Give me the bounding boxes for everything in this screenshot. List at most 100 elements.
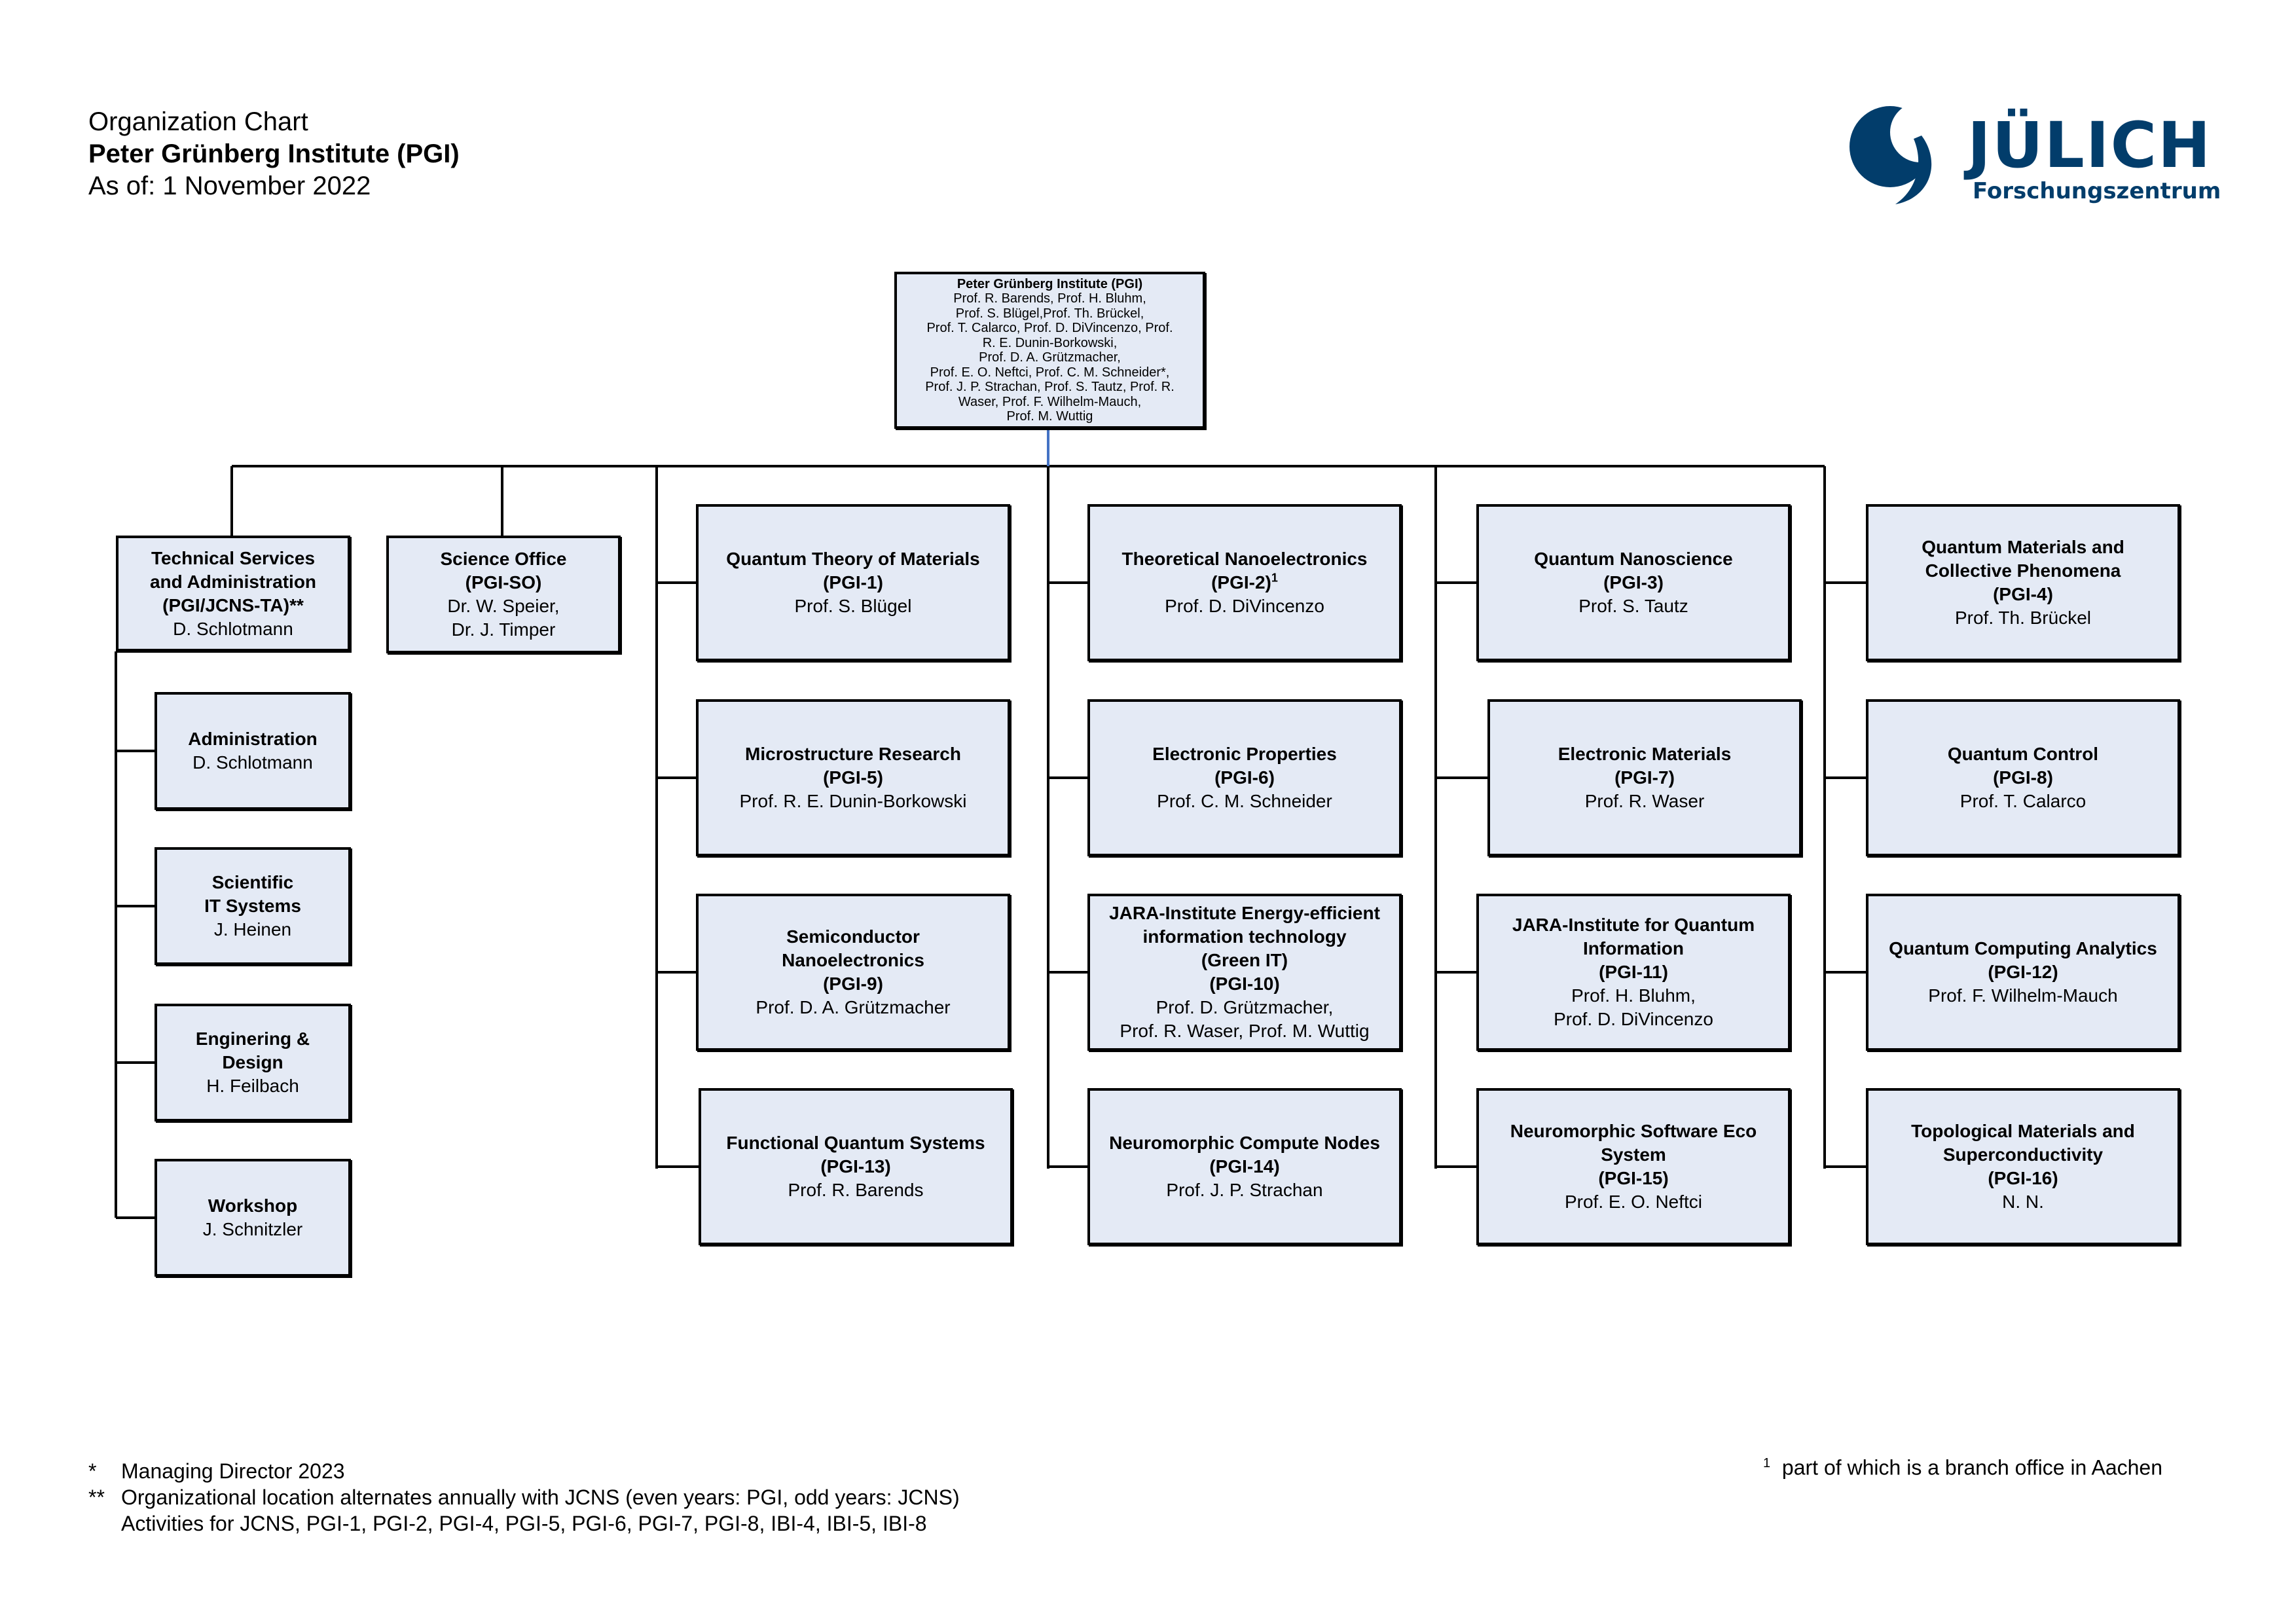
box-title-line: (Green IT) <box>1201 950 1288 970</box>
box-title-line: JARA-Institute Energy-efficient <box>1109 903 1380 923</box>
box-pgi-1: Quantum Theory of Materials (PGI-1) Prof… <box>696 504 1010 661</box>
box-pgi-2: Theoretical Nanoelectronics (PGI-2)1 Pro… <box>1087 504 1402 661</box>
box-title-line: Quantum Materials and <box>1922 537 2124 557</box>
box-title-line: Design <box>222 1052 283 1072</box>
box-title-line: JARA-Institute for Quantum <box>1512 915 1755 935</box>
box-pgi-11: JARA-Institute for Quantum Information (… <box>1476 894 1791 1051</box>
footnote-branch-office: 1 part of which is a branch office in Aa… <box>1763 1450 2162 1481</box>
box-pgi-15: Neuromorphic Software Eco System (PGI-15… <box>1476 1088 1791 1245</box>
box-name-line: D. Schlotmann <box>192 752 313 773</box>
root-line: Prof. R. Barends, Prof. H. Bluhm, <box>953 291 1146 306</box>
box-name-line: J. Schnitzler <box>202 1219 303 1239</box>
box-title-line: (PGI-SO) <box>465 572 542 593</box>
box-title-line: Quantum Computing Analytics <box>1889 938 2157 958</box>
root-title: Peter Grünberg Institute (PGI) <box>957 276 1143 291</box>
box-title-line: Collective Phenomena <box>1925 560 2121 581</box>
box-pgi-6: Electronic Properties (PGI-6) Prof. C. M… <box>1087 699 1402 856</box>
box-title-line: Functional Quantum Systems <box>726 1133 985 1153</box>
box-pgi-13: Functional Quantum Systems (PGI-13) Prof… <box>699 1088 1013 1245</box>
box-name-line: Prof. H. Bluhm, <box>1571 985 1696 1006</box>
box-title-line: information technology <box>1142 926 1347 947</box>
root-line: Prof. T. Calarco, Prof. D. DiVincenzo, P… <box>926 321 1173 335</box>
box-pgi-16: Topological Materials and Superconductiv… <box>1866 1088 2180 1245</box>
box-name-line: Prof. Th. Brückel <box>1954 608 2091 628</box>
footnote-mark: * <box>88 1459 97 1483</box>
box-pgi-5: Microstructure Research (PGI-5) Prof. R.… <box>696 699 1010 856</box>
box-title-line: (PGI-4) <box>1993 584 2053 604</box>
box-science-office: Science Office (PGI-SO) Dr. W. Speier, D… <box>386 536 621 653</box>
root-line: R. E. Dunin-Borkowski, <box>982 335 1118 350</box>
chart-label: Organization Chart <box>88 107 308 136</box>
box-name-line: Dr. W. Speier, <box>447 596 560 616</box>
box-title-line: Quantum Theory of Materials <box>726 549 980 569</box>
box-pgi-8: Quantum Control (PGI-8) Prof. T. Calarco <box>1866 699 2180 856</box>
root-line: Prof. S. Blügel,Prof. Th. Brückel, <box>955 306 1144 321</box>
root-line: Prof. M. Wuttig <box>1006 409 1093 424</box>
box-title-line: Electronic Materials <box>1558 744 1732 764</box>
footnote-mark: ** <box>88 1486 105 1509</box>
box-title-line: (PGI-2)1 <box>1211 571 1278 594</box>
box-title-line: (PGI-10) <box>1209 974 1280 994</box>
box-title-line: Quantum Nanoscience <box>1534 549 1733 569</box>
box-name-line: Prof. D. DiVincenzo <box>1554 1009 1713 1029</box>
footnote-ref: 1 <box>1271 571 1278 585</box>
logo-wordmark: JÜLICH <box>1967 109 2212 182</box>
box-name-line: Prof. E. O. Neftci <box>1564 1192 1703 1212</box>
box-title-line: (PGI-1) <box>823 572 883 593</box>
box-title-line: (PGI-7) <box>1614 767 1675 788</box>
footnote-managing-director: *Managing Director 2023 <box>88 1458 345 1484</box>
box-title-line: (PGI-16) <box>1988 1168 2058 1188</box>
box-pgi-14: Neuromorphic Compute Nodes (PGI-14) Prof… <box>1087 1088 1402 1245</box>
box-title-line: (PGI-11) <box>1599 962 1668 982</box>
box-name-line: Prof. F. Wilhelm-Mauch <box>1928 985 2118 1006</box>
box-title-line: (PGI-8) <box>1993 767 2053 788</box>
box-title-line: Neuromorphic Software Eco <box>1510 1121 1757 1141</box>
box-name-line: J. Heinen <box>213 919 292 939</box>
juelich-logo-mark-icon <box>1850 102 1950 204</box>
box-title-text: (PGI-2) <box>1211 572 1271 593</box>
box-title-line: Theoretical Nanoelectronics <box>1121 549 1368 569</box>
box-name-line: H. Feilbach <box>206 1076 299 1096</box>
box-title-line: System <box>1601 1144 1666 1165</box>
box-name-line: Prof. R. Waser <box>1584 791 1705 811</box>
box-title-line: (PGI/JCNS-TA)** <box>162 594 304 615</box>
as-of-date: As of: 1 November 2022 <box>88 172 371 200</box>
box-title-line: Neuromorphic Compute Nodes <box>1109 1133 1380 1153</box>
root-line: Prof. D. A. Grützmacher, <box>979 350 1121 365</box>
box-title-line: (PGI-9) <box>823 974 883 994</box>
box-title-line: (PGI-15) <box>1598 1168 1669 1188</box>
box-tsa: Technical Services and Administration (P… <box>116 536 350 651</box>
box-title-line: Enginering & <box>195 1029 310 1049</box>
box-name-line: N. N. <box>2002 1192 2044 1212</box>
footnote-text: part of which is a branch office in Aach… <box>1781 1455 2162 1480</box>
box-title-line: Topological Materials and <box>1911 1121 2135 1141</box>
box-title-line: Superconductivity <box>1942 1144 2104 1165</box>
logo-subtitle: Forschungszentrum <box>1973 178 2221 204</box>
box-name-line: D. Schlotmann <box>173 618 293 639</box>
root-line: Prof. E. O. Neftci, Prof. C. M. Schneide… <box>930 365 1170 380</box>
box-title-line: (PGI-6) <box>1214 767 1275 788</box>
box-title-line: Technical Services <box>151 547 316 568</box>
box-pgi-7: Electronic Materials (PGI-7) Prof. R. Wa… <box>1487 699 1802 856</box>
footnote-activities: Activities for JCNS, PGI-1, PGI-2, PGI-4… <box>121 1512 927 1535</box>
box-title-line: Science Office <box>440 549 567 569</box>
box-pgi-4: Quantum Materials and Collective Phenome… <box>1866 504 2180 661</box>
box-name-line: Prof. J. P. Strachan <box>1166 1180 1323 1200</box>
box-it-systems: Scientific IT Systems J. Heinen <box>155 847 351 965</box>
box-title-line: Information <box>1583 938 1684 958</box>
box-pgi-9: Semiconductor Nanoelectronics (PGI-9) Pr… <box>696 894 1010 1051</box>
box-pgi-3: Quantum Nanoscience (PGI-3) Prof. S. Tau… <box>1476 504 1791 661</box>
box-name-line: Prof. S. Blügel <box>794 596 912 616</box>
juelich-logo: JÜLICH Forschungszentrum <box>1843 100 2221 211</box>
box-title-line: Semiconductor <box>786 926 920 947</box>
box-title-line: (PGI-14) <box>1209 1156 1280 1176</box>
box-title-line: Nanoelectronics <box>782 950 924 970</box>
footnote-organizational-location: **Organizational location alternates ann… <box>88 1484 960 1510</box>
box-title-line: Microstructure Research <box>745 744 961 764</box>
box-name-line: Prof. R. Barends <box>788 1180 924 1200</box>
box-name-line: Prof. R. E. Dunin-Borkowski <box>739 791 967 811</box>
box-engineering-design: Enginering & Design H. Feilbach <box>155 1004 351 1122</box>
institute-title: Peter Grünberg Institute (PGI) <box>88 139 460 168</box>
box-title-line: Scientific <box>211 872 294 892</box>
box-name-line: Prof. D. A. Grützmacher <box>756 997 951 1017</box>
